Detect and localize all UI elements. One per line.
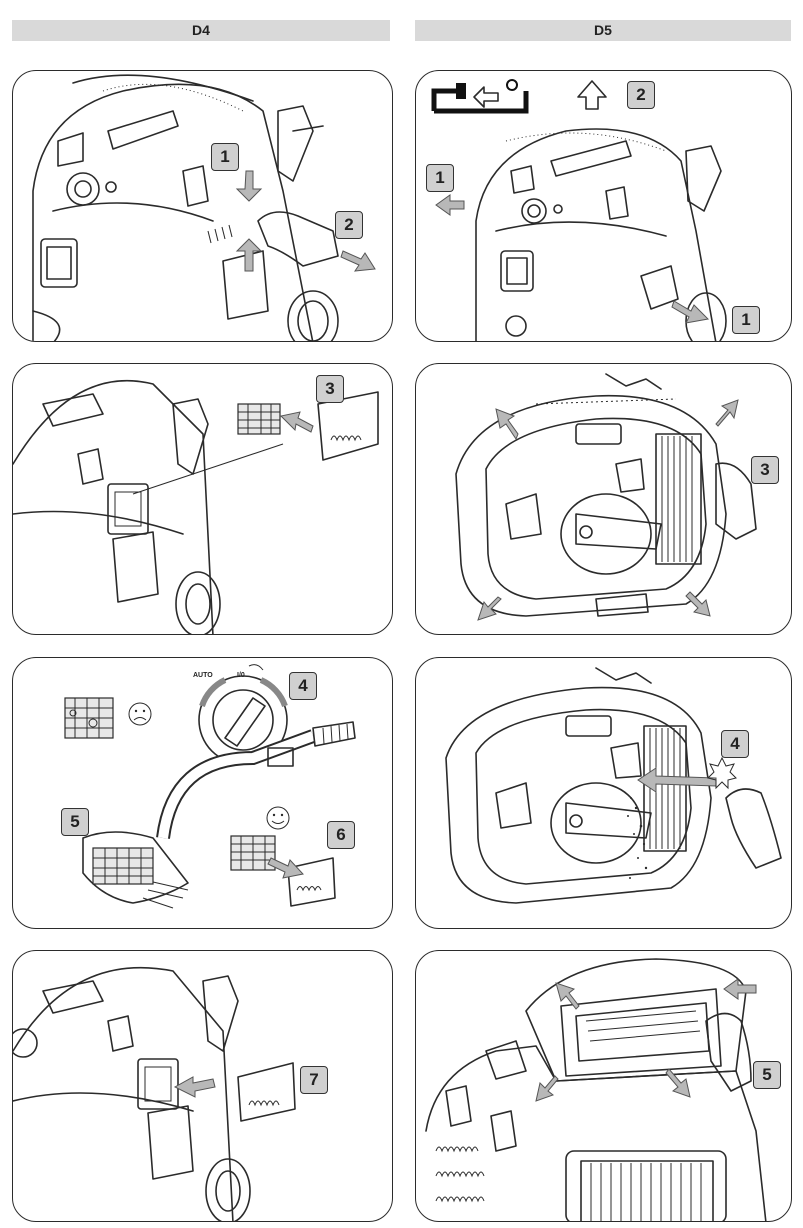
step-badge-5: 5 — [61, 808, 89, 836]
dial-auto-label: AUTO — [193, 672, 213, 679]
panel-d5-step1: 2 1 1 — [415, 70, 792, 342]
unplug-icon — [431, 79, 529, 114]
panel-d5-step4: 4 — [415, 657, 792, 929]
step-badge-4: 4 — [721, 730, 749, 758]
panel-d5-step5: 5 — [415, 950, 792, 1222]
filter-cleaning-illustration — [64, 664, 356, 909]
column-header-d4: D4 — [12, 20, 390, 41]
sad-face-icon — [128, 702, 152, 726]
panel-d4-steps4-6: AUTO I/0 4 5 6 — [12, 657, 393, 929]
step-badge-2: 2 — [335, 211, 363, 239]
dial-off-label: I/0 — [237, 672, 245, 679]
step-badge-5: 5 — [753, 1061, 781, 1089]
step-badge-2: 2 — [627, 81, 655, 109]
motor-head-illustration — [455, 373, 757, 621]
step-badge-3: 3 — [751, 456, 779, 484]
motor-head-illustration — [445, 667, 782, 904]
vacuum-illustration — [13, 379, 379, 634]
step-badge-7: 7 — [300, 1066, 328, 1094]
smiley-face-icon — [266, 806, 290, 830]
open-lid-illustration — [425, 958, 767, 1221]
step-badge-6: 6 — [327, 821, 355, 849]
vacuum-illustration — [431, 79, 727, 341]
arrow-up-icon — [577, 80, 607, 110]
panel-d5-step3: 3 — [415, 363, 792, 635]
vacuum-illustration — [13, 967, 296, 1221]
step-badge-1-handle: 1 — [732, 306, 760, 334]
step-badge-1: 1 — [211, 143, 239, 171]
step-badge-1: 1 — [426, 164, 454, 192]
step-badge-4: 4 — [289, 672, 317, 700]
step-badge-3: 3 — [316, 375, 344, 403]
panel-d4-step7: 7 — [12, 950, 393, 1222]
vacuum-illustration — [32, 74, 376, 341]
panel-d4-step1: 1 2 — [12, 70, 393, 342]
column-header-d5: D5 — [415, 20, 791, 41]
panel-d4-step3: 3 — [12, 363, 393, 635]
